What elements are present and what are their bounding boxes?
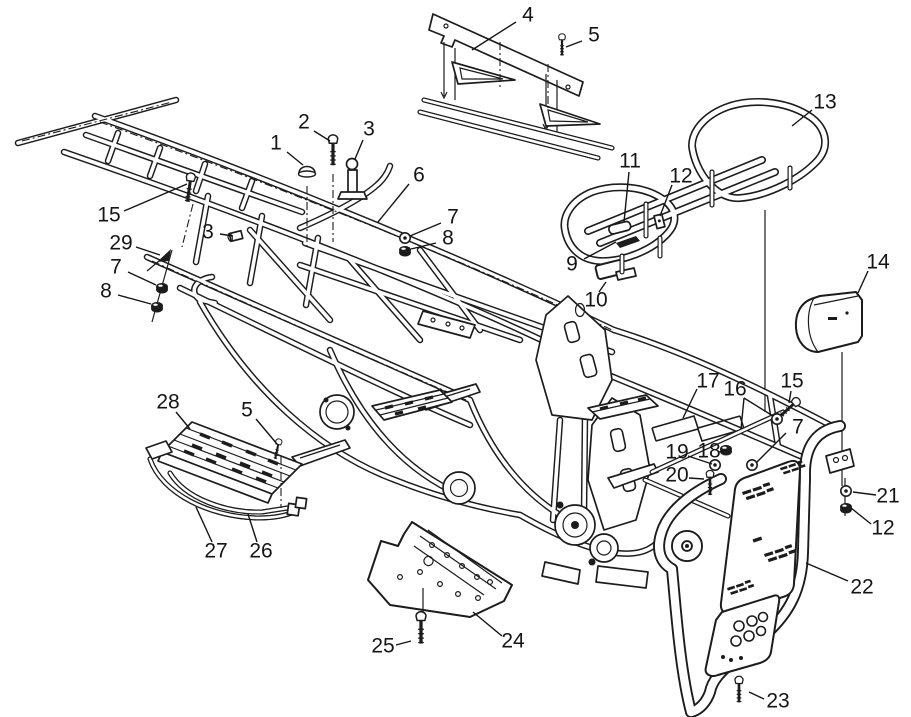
leader-line-29: [135, 246, 161, 256]
leader-line-7: [127, 271, 157, 286]
leader-line-3: [354, 139, 364, 160]
rear-rack-art: [564, 102, 843, 486]
leader-line-8: [410, 242, 437, 250]
leader-line-8: [117, 294, 152, 305]
callout-10: 10: [584, 289, 607, 312]
callout-5: 5: [588, 24, 600, 47]
leader-line-7: [409, 222, 442, 237]
leader-line-21: [852, 491, 877, 496]
leader-line-23: [748, 691, 765, 700]
callout-22: 22: [850, 576, 873, 599]
callout-23: 23: [766, 690, 789, 713]
leader-line-11: [623, 171, 630, 223]
leader-line-24: [472, 611, 503, 637]
leader-line-28: [175, 411, 191, 430]
leader-line-10: [598, 281, 607, 293]
callout-25: 25: [371, 635, 394, 658]
leader-line-16: [740, 397, 745, 430]
callout-7: 7: [447, 206, 459, 229]
leader-line-15: [788, 390, 792, 404]
leader-line-25: [395, 640, 412, 646]
callout-18: 18: [697, 440, 720, 463]
callout-21: 21: [876, 485, 899, 508]
leader-line-14: [857, 270, 869, 294]
leader-line-7: [755, 432, 787, 464]
leader-line-1: [286, 151, 304, 166]
storage-box-art: [794, 291, 863, 353]
callout-29: 29: [109, 232, 132, 255]
leader-line-17: [682, 388, 698, 419]
callout-7: 7: [792, 416, 804, 439]
leader-line-18: [718, 449, 727, 453]
frame-assembly-art: [18, 100, 855, 589]
leader-line-19: [687, 455, 713, 465]
callout-20: 20: [665, 464, 688, 487]
leader-line-5: [565, 40, 583, 48]
callout-15: 15: [97, 204, 120, 227]
leader-line-15: [123, 183, 188, 212]
leader-line-3: [219, 233, 234, 237]
leader-line-6: [377, 183, 410, 223]
callout-5: 5: [241, 399, 253, 422]
callout-3: 3: [363, 118, 375, 141]
leader-line-22: [805, 562, 849, 582]
right-footrest-tread: [371, 389, 659, 421]
leader-line-20: [688, 477, 705, 480]
callout-7: 7: [110, 256, 122, 279]
leader-line-26: [247, 513, 258, 543]
fasteners-art: [146, 32, 853, 704]
footrest-art: [145, 100, 790, 518]
callout-2: 2: [298, 111, 310, 134]
callout-27: 27: [204, 540, 227, 563]
callout-4: 4: [522, 4, 534, 27]
callout-9: 9: [566, 253, 578, 276]
callout-15: 15: [780, 370, 803, 393]
callout-17: 17: [696, 370, 719, 393]
callout-26: 26: [249, 540, 272, 563]
callout-8: 8: [442, 227, 454, 250]
leader-line-9: [583, 241, 617, 260]
leader-line-5: [255, 418, 278, 445]
callout-8: 8: [100, 280, 112, 303]
dome-bolt: [297, 165, 317, 178]
callout-6: 6: [413, 164, 425, 187]
leader-line-12: [659, 184, 673, 217]
callout-14: 14: [866, 251, 890, 274]
acorn-nut-post: [337, 157, 368, 200]
leader-line-2: [313, 130, 331, 142]
callout-13: 13: [813, 91, 836, 114]
callout-11: 11: [619, 150, 641, 173]
bushing: [227, 229, 244, 243]
leader-line-16: [743, 397, 774, 417]
callout-28: 28: [156, 391, 179, 414]
callout-12: 12: [871, 517, 894, 540]
leader-line-12: [850, 507, 872, 525]
callout-16: 16: [723, 378, 746, 401]
callout-24: 24: [501, 630, 525, 653]
skid-plate-art: [367, 521, 513, 618]
leader-line-27: [195, 506, 213, 543]
callout-1: 1: [270, 132, 282, 155]
front-bumper-art: [659, 426, 840, 712]
callout-12: 12: [669, 165, 692, 188]
callout-3: 3: [202, 221, 214, 244]
callout-19: 19: [665, 441, 688, 464]
leader-line-4: [471, 21, 517, 51]
seat-bracket-art: [150, 13, 790, 518]
leader-line-13: [791, 109, 813, 127]
